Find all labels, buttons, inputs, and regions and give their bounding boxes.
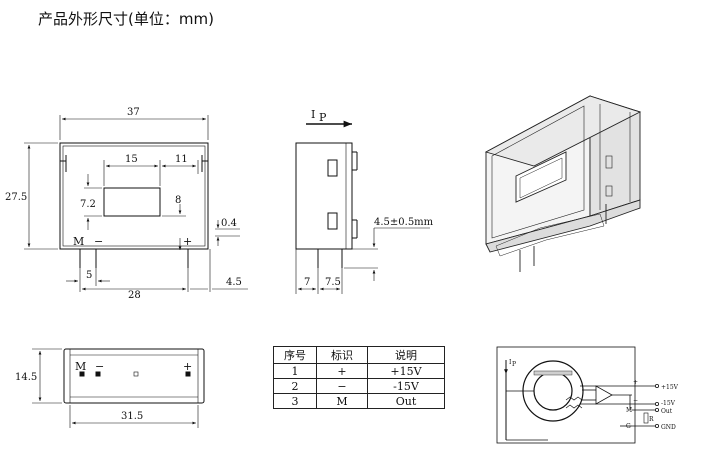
dim-pin-length-4-5: 4.5 bbox=[226, 277, 242, 288]
dim-pin-span-28: 28 bbox=[128, 290, 141, 301]
terminal-gnd bbox=[655, 423, 660, 428]
side-slot-bottom bbox=[327, 212, 338, 230]
dim-pin-spacing-5: 5 bbox=[86, 270, 92, 281]
bottom-view-labels: 14.5 31.5 M − + bbox=[15, 360, 192, 422]
schematic-ip-sub: P bbox=[512, 361, 516, 368]
dim-bottom-width-31-5: 31.5 bbox=[121, 411, 143, 422]
dim-spacing-7-5: 7.5 bbox=[325, 277, 341, 288]
label-plus15: +15V bbox=[661, 384, 679, 391]
label-out: Out bbox=[661, 408, 673, 415]
current-sub-label: P bbox=[319, 111, 327, 124]
pin-m-label: M bbox=[73, 235, 84, 248]
bottom-pin-minus bbox=[95, 371, 101, 377]
pin-1-desc: +15V bbox=[367, 363, 445, 379]
pin-2-mark: − bbox=[316, 378, 368, 394]
label-gnd: GND bbox=[661, 424, 676, 431]
pin-minus-label: − bbox=[94, 235, 103, 248]
pin-1-mark: + bbox=[316, 363, 368, 379]
terminal-plus15 bbox=[655, 383, 660, 388]
front-view-labels: 37 27.5 15 11 7.2 8 0.4 M − + 5 28 4.5 bbox=[5, 107, 242, 301]
dim-offset-7: 7 bbox=[304, 277, 310, 288]
label-rm: R bbox=[649, 416, 654, 423]
pin-table-header-index: 序号 bbox=[273, 346, 317, 364]
bottom-pin-plus bbox=[185, 371, 191, 377]
amplifier bbox=[595, 385, 613, 405]
pin-3-mark: M bbox=[316, 393, 368, 409]
bottom-body-outline bbox=[63, 348, 205, 404]
schematic-labels: I P +15V -15V Out GND R M G + − bbox=[509, 359, 679, 431]
pin-3-index: 3 bbox=[273, 393, 317, 409]
bottom-pin-m bbox=[79, 371, 85, 377]
dim-window-offset-8: 8 bbox=[175, 195, 181, 206]
label-minus-sign: − bbox=[633, 397, 638, 404]
side-slot-top bbox=[327, 159, 338, 177]
pin-plus-label: + bbox=[183, 235, 192, 248]
bottom-minus-label: − bbox=[95, 360, 104, 373]
pin-1-index: 1 bbox=[273, 363, 317, 379]
pin-2-index: 2 bbox=[273, 378, 317, 394]
label-plus-sign: + bbox=[633, 379, 638, 386]
bottom-plus-label: + bbox=[183, 360, 192, 373]
schematic bbox=[496, 346, 660, 444]
front-view bbox=[24, 115, 248, 292]
table-row: 2 − -15V bbox=[273, 378, 445, 394]
pin-table-header-row: 序号 标识 说明 bbox=[273, 346, 445, 364]
side-body-outline bbox=[295, 142, 353, 250]
iso-top-face bbox=[484, 95, 642, 167]
terminal-out bbox=[655, 407, 660, 412]
pin-table-header-mark: 标识 bbox=[316, 346, 368, 364]
front-aperture-window bbox=[103, 187, 161, 217]
table-row: 1 + +15V bbox=[273, 363, 445, 379]
bottom-m-label: M bbox=[75, 360, 86, 373]
side-view-labels: I P 4.5±0.5mm 7 7.5 bbox=[304, 108, 434, 288]
pin-3-desc: Out bbox=[367, 393, 445, 409]
dim-height-27-5: 27.5 bbox=[5, 192, 27, 203]
label-m: M bbox=[626, 407, 632, 414]
iso-window bbox=[515, 151, 567, 203]
pin-2-desc: -15V bbox=[367, 378, 445, 394]
iso-base bbox=[485, 199, 641, 253]
dim-window-left-15: 15 bbox=[125, 154, 138, 165]
schematic-frame bbox=[496, 346, 636, 444]
dim-bottom-height-14-5: 14.5 bbox=[15, 372, 37, 383]
schematic-ip-label: I bbox=[509, 359, 512, 366]
current-label: I bbox=[311, 108, 315, 121]
dim-window-right-11: 11 bbox=[175, 154, 188, 165]
page-title: 产品外形尺寸(单位：mm) bbox=[38, 10, 214, 28]
burden-resistor bbox=[643, 412, 649, 424]
bottom-view bbox=[32, 348, 205, 428]
label-g: G bbox=[626, 423, 631, 430]
terminal-minus15 bbox=[655, 401, 660, 406]
dim-pin-thickness-0-4: 0.4 bbox=[221, 218, 237, 229]
dim-width-37: 37 bbox=[127, 107, 140, 118]
front-body-outline bbox=[59, 142, 209, 250]
pin-table: 序号 标识 说明 1 + +15V 2 − -15V 3 M Out bbox=[273, 346, 445, 409]
toroid-inner bbox=[533, 371, 573, 411]
table-row: 3 M Out bbox=[273, 393, 445, 409]
front-body-inner bbox=[62, 145, 206, 247]
label-minus15: -15V bbox=[661, 400, 676, 407]
pin-table-header-desc: 说明 bbox=[367, 346, 445, 364]
dim-window-height-7-2: 7.2 bbox=[80, 199, 96, 210]
isometric-view bbox=[484, 95, 642, 272]
side-view bbox=[295, 120, 430, 294]
dim-pin-height: 4.5±0.5mm bbox=[374, 217, 434, 228]
